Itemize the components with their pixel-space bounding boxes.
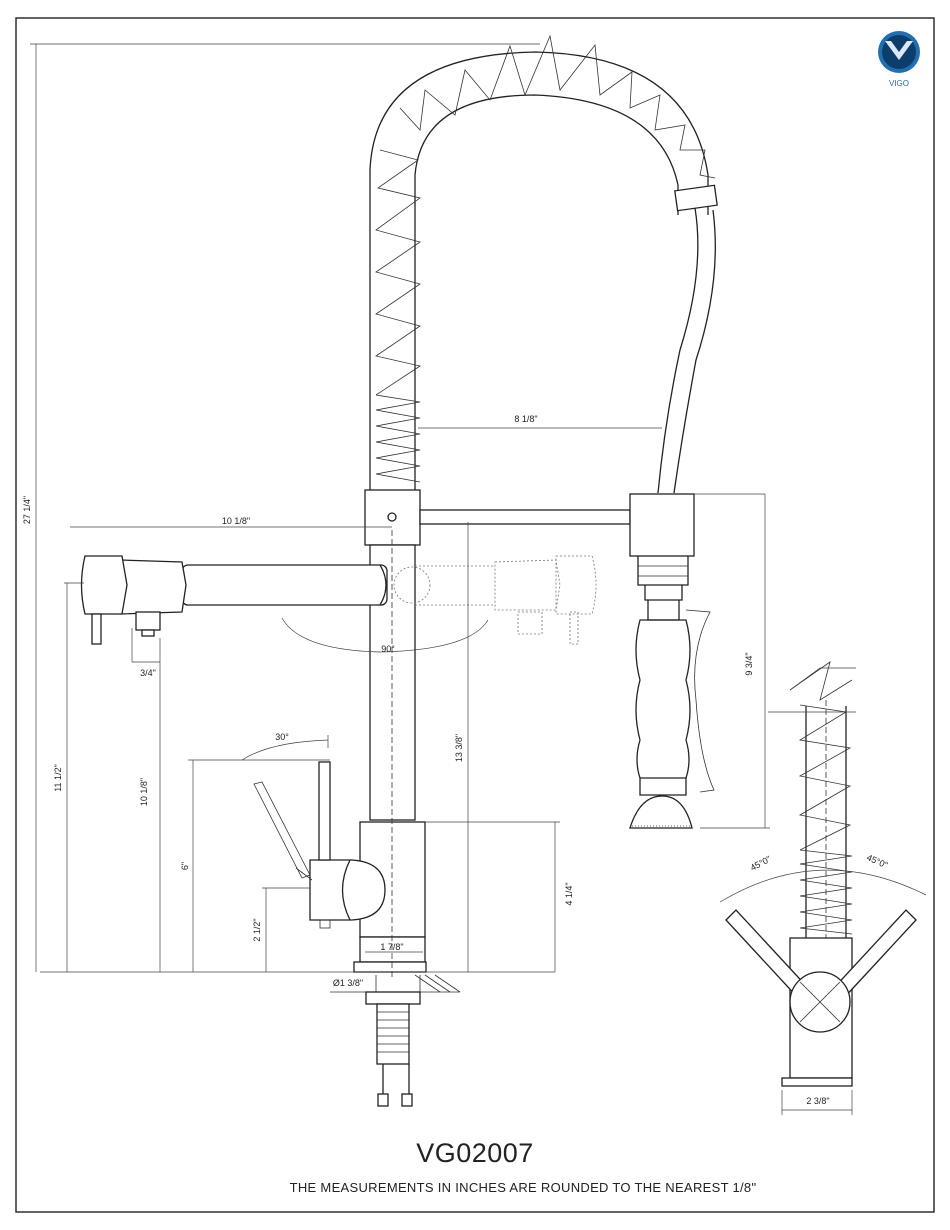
- measurement-footnote: THE MEASUREMENTS IN INCHES ARE ROUNDED T…: [0, 1180, 950, 1195]
- dim-sprayer-reach: 8 1/8": [514, 414, 537, 424]
- dim-handle-rotation-left: 45°0": [749, 854, 773, 873]
- dim-side-base-width: 2 3/8": [806, 1096, 829, 1106]
- model-number: VG02007: [0, 1138, 950, 1169]
- dim-base-diameter: Ø1 3/8": [333, 978, 363, 988]
- dim-handle-offset: 3/4": [140, 668, 156, 678]
- dim-body-width: 1 7/8": [380, 942, 403, 952]
- dim-sprayer-length: 9 3/4": [744, 652, 754, 675]
- dim-spout-length: 10 1/8": [222, 516, 250, 526]
- dim-spout-outlet-height: 10 1/8": [139, 778, 149, 806]
- dim-handle-angle: 30°: [275, 732, 289, 742]
- faucet-side-view: [720, 662, 926, 1115]
- dim-overall-height: 27 1/4": [22, 496, 32, 524]
- dim-holder-height: 13 3/8": [454, 734, 464, 762]
- vigo-logo: VIGO: [878, 31, 920, 88]
- dim-swivel-angle: 90°: [381, 644, 395, 654]
- dim-handle-base-height: 2 1/2": [252, 918, 262, 941]
- dim-handle-height: 6": [180, 862, 190, 870]
- brand-name: VIGO: [889, 79, 909, 88]
- dim-spout-height: 11 1/2": [53, 764, 63, 792]
- dim-body-height: 4 1/4": [564, 882, 574, 905]
- dim-handle-rotation-right: 45°0": [865, 852, 889, 870]
